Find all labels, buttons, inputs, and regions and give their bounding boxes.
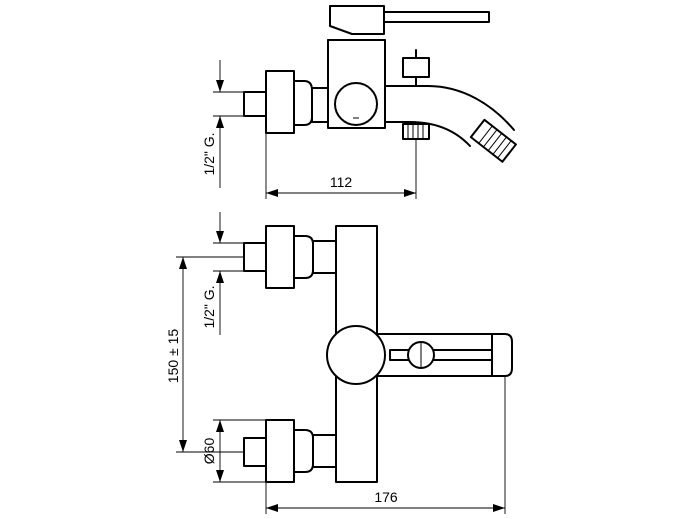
front-spout <box>326 325 513 385</box>
mixer-body <box>327 39 386 129</box>
label-front-rosette: Ø60 <box>201 438 217 465</box>
front-view: 1/2" G. 150 ± 15 Ø60 176 <box>165 212 513 514</box>
dimension-top-thread: 1/2" G. <box>201 60 244 188</box>
dimension-front-spacing: 150 ± 15 <box>165 256 244 453</box>
hose-outlet <box>402 123 430 140</box>
label-front-width: 176 <box>374 489 398 505</box>
lever-handle <box>327 5 490 41</box>
spout <box>384 85 517 163</box>
upper-inlet <box>243 225 337 289</box>
dimension-front-thread: 1/2" G. <box>201 212 244 335</box>
inlet-connector <box>243 70 329 134</box>
lower-inlet <box>243 419 337 483</box>
dimension-front-rosette: Ø60 <box>201 419 266 483</box>
label-top-width: 112 <box>330 174 353 190</box>
label-front-spacing: 150 ± 15 <box>165 329 181 384</box>
label-top-thread: 1/2" G. <box>201 132 217 175</box>
top-view: 1/2" G. 112 <box>201 5 517 199</box>
dimension-front-width: 176 <box>265 376 506 514</box>
diverter-knob <box>402 49 430 87</box>
label-front-thread: 1/2" G. <box>201 285 217 328</box>
dimension-top-width: 112 <box>265 133 417 199</box>
